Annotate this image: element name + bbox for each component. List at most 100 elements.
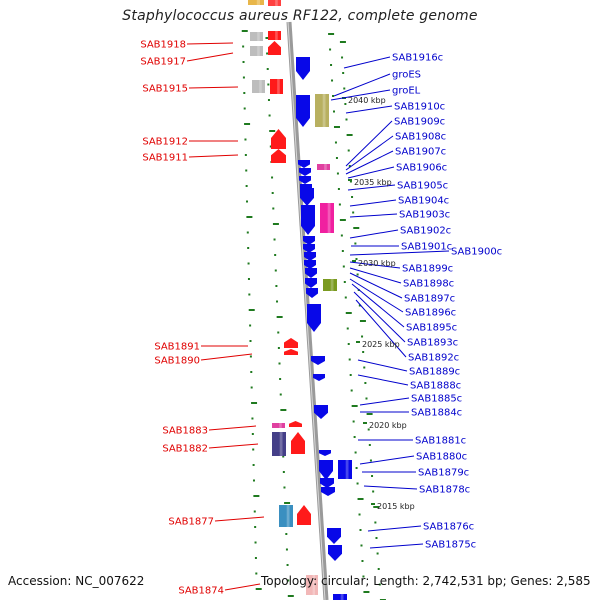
gene-feature[interactable]: [338, 460, 352, 479]
scale-tick: [252, 479, 255, 482]
label-leader-line: [186, 52, 234, 62]
gene-arrow[interactable]: [306, 288, 318, 298]
gene-label-right[interactable]: groES: [392, 70, 421, 81]
gene-label-right[interactable]: SAB1899c: [402, 264, 453, 275]
gene-label-left[interactable]: SAB1917: [140, 57, 186, 68]
gene-label-right[interactable]: SAB1898c: [403, 279, 454, 290]
gene-feature[interactable]: [250, 32, 263, 41]
gene-label-right[interactable]: SAB1875c: [425, 540, 476, 551]
gene-label-right[interactable]: SAB1885c: [411, 394, 462, 405]
gene-label-right[interactable]: SAB1906c: [396, 163, 447, 174]
gene-feature[interactable]: [306, 575, 318, 595]
gene-feature[interactable]: [279, 505, 293, 527]
gene-arrow[interactable]: [305, 268, 317, 278]
gene-label-right[interactable]: groEL: [392, 86, 421, 97]
gene-arrow[interactable]: [321, 487, 335, 496]
gene-label-right[interactable]: SAB1889c: [409, 367, 460, 378]
gene-feature[interactable]: [268, 31, 281, 40]
gene-label-left[interactable]: SAB1883: [162, 426, 208, 437]
gene-label-left[interactable]: SAB1918: [140, 40, 186, 51]
gene-feature[interactable]: [248, 0, 264, 5]
gene-label-left[interactable]: SAB1912: [142, 137, 188, 148]
gene-arrow[interactable]: [271, 149, 286, 163]
gene-arrow[interactable]: [298, 160, 310, 168]
gene-feature[interactable]: [268, 0, 281, 6]
gene-label-left[interactable]: SAB1874: [178, 586, 224, 597]
gene-label-right[interactable]: SAB1900c: [451, 247, 502, 258]
gene-arrow[interactable]: [284, 349, 298, 355]
gene-arrow[interactable]: [291, 432, 305, 454]
gene-label-left[interactable]: SAB1891: [154, 342, 200, 353]
gene-arrow[interactable]: [313, 374, 325, 381]
gene-label-right[interactable]: SAB1888c: [410, 381, 461, 392]
gene-arrow[interactable]: [296, 57, 310, 80]
gene-arrow[interactable]: [300, 188, 314, 206]
gene-arrow[interactable]: [303, 236, 315, 245]
gene-label-right[interactable]: SAB1903c: [399, 210, 450, 221]
gene-label-left[interactable]: SAB1877: [168, 517, 214, 528]
gene-label-left[interactable]: SAB1882: [162, 444, 208, 455]
gene-feature[interactable]: [315, 94, 329, 127]
gene-label-right[interactable]: SAB1896c: [405, 308, 456, 319]
gene-arrow[interactable]: [320, 478, 334, 488]
gene-arrow[interactable]: [271, 129, 286, 149]
gene-feature[interactable]: [317, 164, 330, 170]
gene-arrow[interactable]: [284, 338, 298, 348]
gene-arrow[interactable]: [314, 405, 328, 419]
gene-arrow[interactable]: [319, 460, 333, 480]
gene-arrow[interactable]: [299, 168, 311, 176]
gene-arrow[interactable]: [319, 450, 331, 456]
gene-label-right[interactable]: SAB1909c: [394, 117, 445, 128]
scale-tick: [271, 176, 274, 179]
gene-arrow[interactable]: [299, 176, 311, 184]
gene-label-right[interactable]: SAB1916c: [392, 53, 443, 64]
gene-feature[interactable]: [323, 279, 337, 291]
gene-arrow[interactable]: [301, 205, 315, 235]
gene-label-right[interactable]: SAB1884c: [411, 408, 462, 419]
gene-label-right[interactable]: SAB1910c: [394, 102, 445, 113]
gene-feature[interactable]: [270, 79, 283, 94]
gene-arrow[interactable]: [303, 244, 315, 253]
gene-label-right[interactable]: SAB1879c: [418, 468, 469, 479]
gene-arrow[interactable]: [305, 278, 317, 288]
scale-tick: [282, 455, 285, 458]
scale-tick: [346, 134, 353, 136]
gene-feature[interactable]: [250, 46, 263, 56]
gene-arrow[interactable]: [307, 304, 321, 332]
gene-arrow[interactable]: [289, 421, 302, 427]
scale-tick: [351, 196, 354, 198]
scale-tick: [339, 41, 346, 43]
gene-feature[interactable]: [333, 594, 347, 600]
gene-label-right[interactable]: SAB1908c: [395, 132, 446, 143]
gene-arrow[interactable]: [297, 505, 311, 525]
gene-arrow[interactable]: [311, 356, 325, 365]
gene-label-right[interactable]: SAB1907c: [395, 147, 446, 158]
gene-label-right[interactable]: SAB1881c: [415, 436, 466, 447]
gene-feature[interactable]: [252, 80, 265, 93]
gene-label-right[interactable]: SAB1876c: [423, 522, 474, 533]
gene-label-right[interactable]: SAB1901c: [401, 242, 452, 253]
gene-feature[interactable]: [272, 432, 286, 456]
scale-tick: [338, 203, 341, 206]
gene-label-left[interactable]: SAB1890: [154, 356, 200, 367]
gene-label-right[interactable]: SAB1878c: [419, 485, 470, 496]
gene-label-right[interactable]: SAB1893c: [407, 338, 458, 349]
gene-arrow[interactable]: [296, 95, 310, 127]
gene-label-right[interactable]: SAB1880c: [416, 452, 467, 463]
gene-arrow[interactable]: [304, 260, 316, 269]
scale-tick-major: [356, 341, 360, 343]
gene-label-right[interactable]: SAB1902c: [400, 226, 451, 237]
gene-feature[interactable]: [272, 423, 285, 428]
gene-arrow[interactable]: [328, 545, 342, 561]
gene-arrow[interactable]: [304, 252, 316, 261]
gene-label-right[interactable]: SAB1904c: [398, 196, 449, 207]
gene-label-right[interactable]: SAB1897c: [404, 294, 455, 305]
gene-label-right[interactable]: SAB1895c: [406, 323, 457, 334]
gene-feature[interactable]: [320, 203, 334, 233]
gene-label-right[interactable]: SAB1905c: [397, 181, 448, 192]
gene-label-left[interactable]: SAB1915: [142, 84, 188, 95]
gene-arrow[interactable]: [268, 41, 281, 55]
gene-label-left[interactable]: SAB1911: [142, 153, 188, 164]
gene-label-right[interactable]: SAB1892c: [408, 353, 459, 364]
gene-arrow[interactable]: [327, 528, 341, 544]
